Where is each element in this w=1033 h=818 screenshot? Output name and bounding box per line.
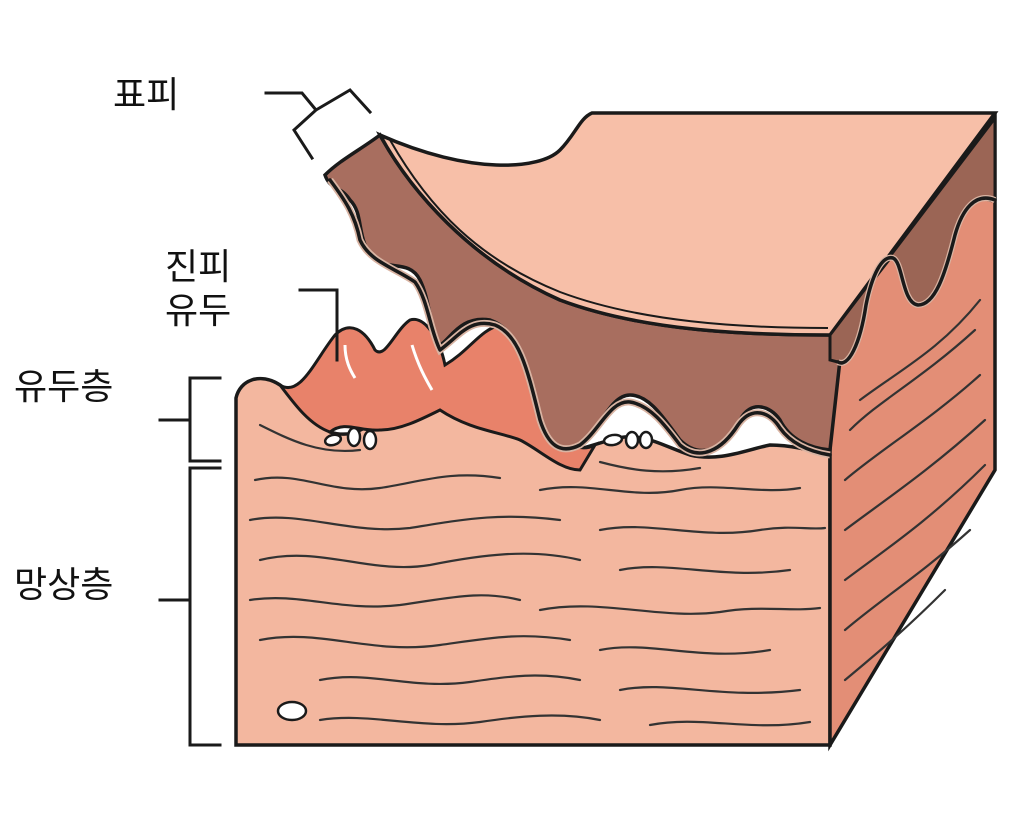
dermal-papilla-label-line2: 유두: [165, 290, 231, 334]
dermal-papilla-label-line1: 진피: [165, 246, 231, 290]
papillary-layer-label: 유두층: [14, 366, 113, 410]
papillary-layer-bracket: [160, 378, 220, 461]
epidermis-label: 표피: [113, 74, 179, 118]
reticular-layer-bracket: [160, 468, 220, 745]
reticular-layer-label: 망상층: [14, 564, 113, 608]
epidermis-bracket: [266, 90, 370, 158]
